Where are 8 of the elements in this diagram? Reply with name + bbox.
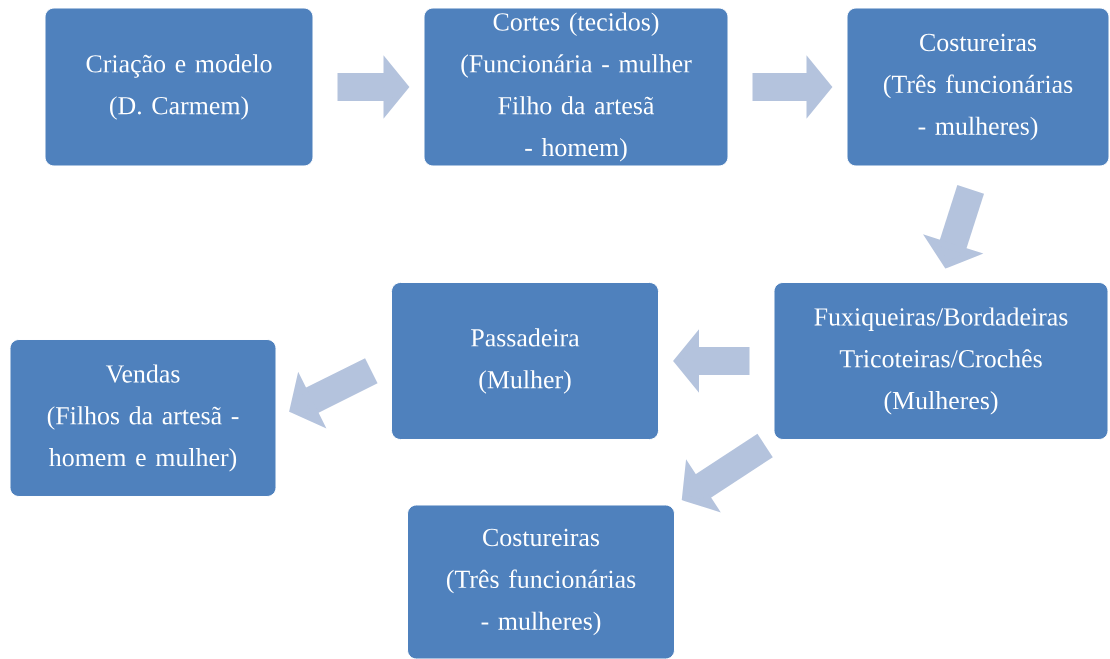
block-arrow xyxy=(289,358,378,429)
process-box: Criação e modelo (D. Carmem) xyxy=(44,7,314,167)
process-box: Costureiras (Três funcionárias - mulheres) xyxy=(407,504,675,659)
process-box: Costureiras (Três funcionárias - mulheres) xyxy=(846,7,1110,167)
process-box: Fuxiqueiras/Bordadeiras Tricoteiras/Crochês (Mulheres) xyxy=(773,282,1109,440)
process-box: Passadeira (Mulher) xyxy=(391,282,659,440)
process-box: Vendas (Filhos da artesã - homem e mulher) xyxy=(9,339,277,497)
process-box: Cortes (tecidos) (Funcionária - mulher Filho da artesã - homem) xyxy=(423,7,729,167)
